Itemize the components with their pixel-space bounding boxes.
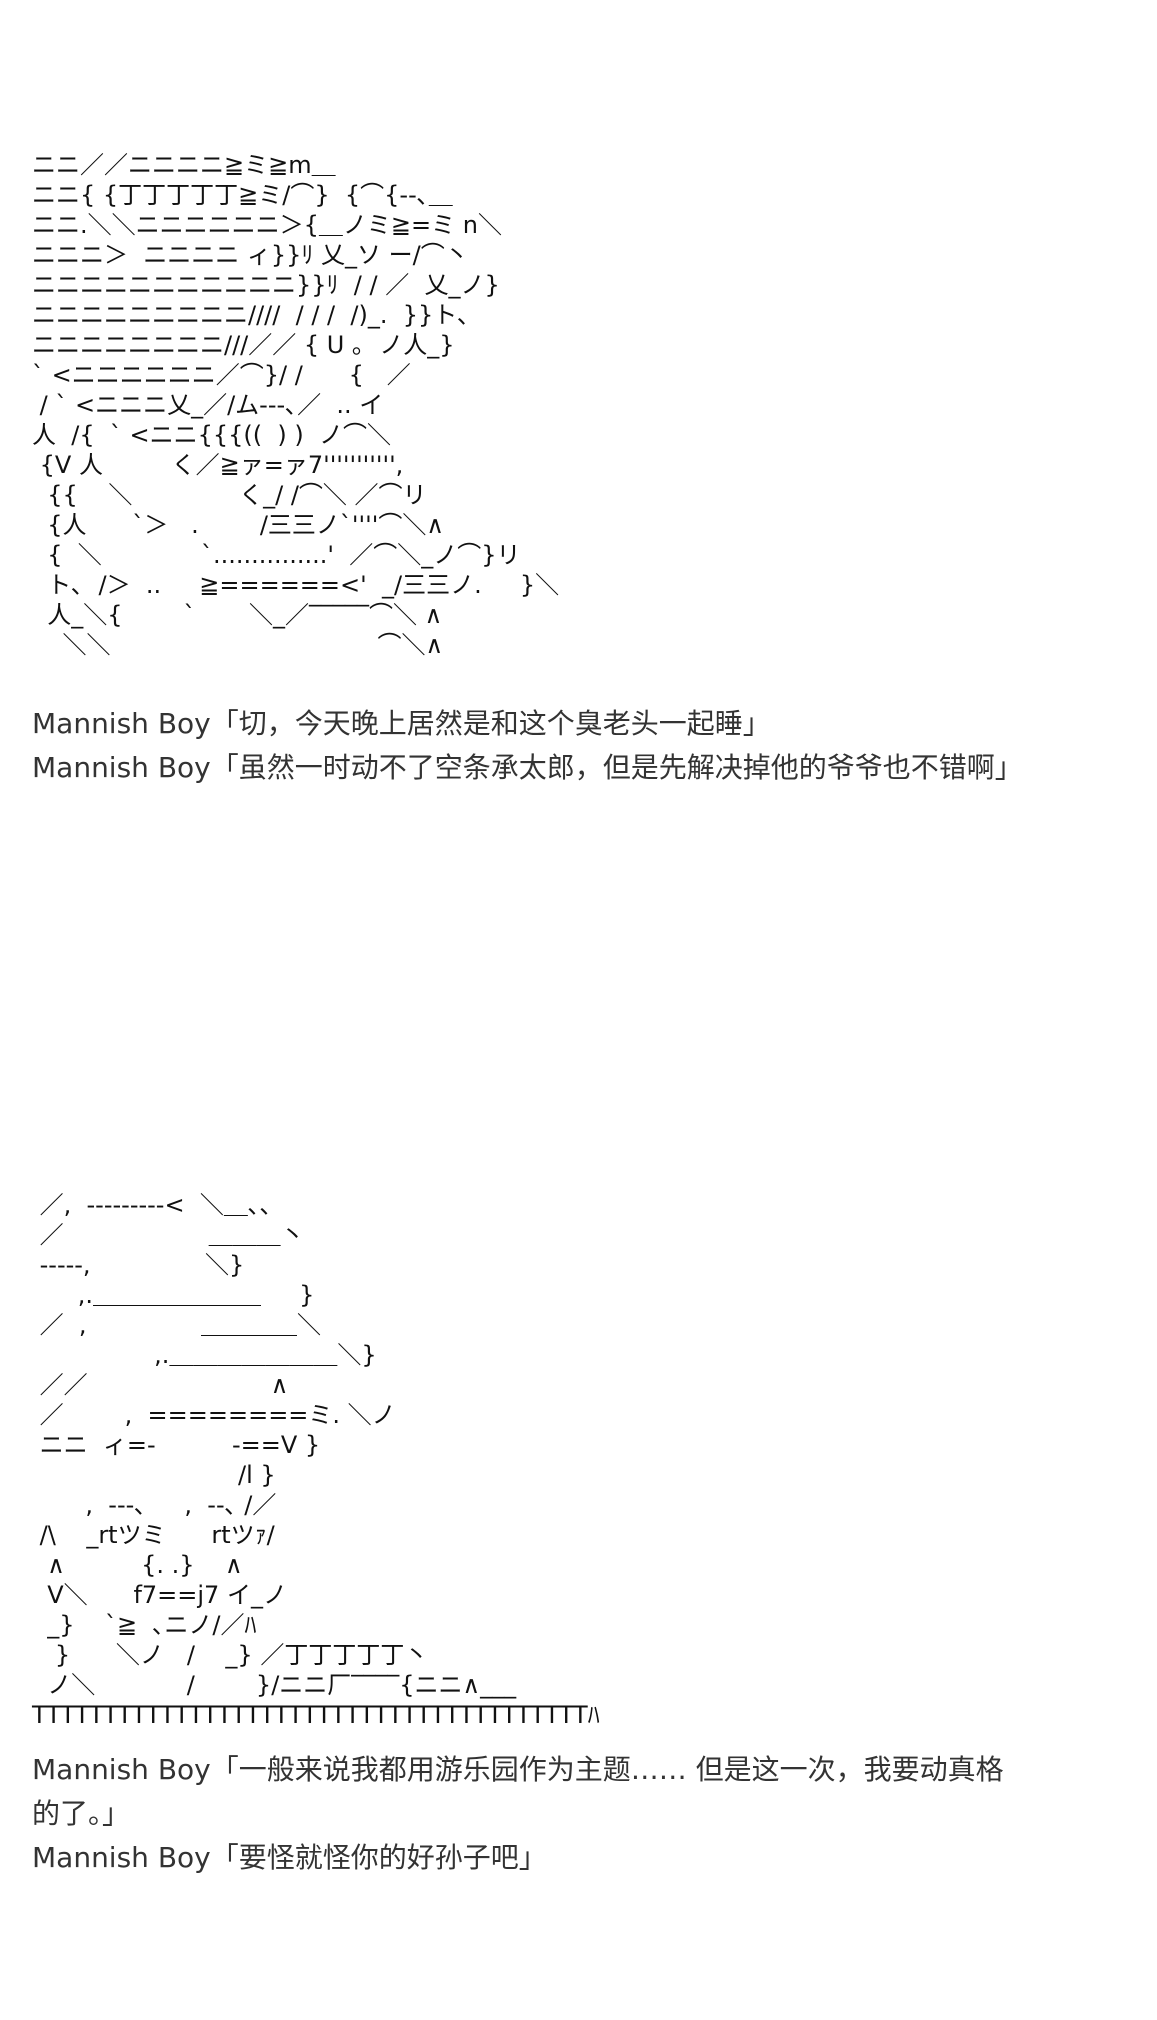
dialogue-line: Mannish Boy「要怪就怪你的好孙子吧」 — [32, 1841, 547, 1874]
ascii-art-sleeping-figures: ニニ／／ニニニニ≧ミ≧m＿ ニニ{ {丁丁丁丁丁≧ミ/⌒} {⌒{--､＿ ニニ… — [32, 151, 560, 659]
ascii-art-mannish-boy-face: ／, ---------< ＼＿､､ ／ ＿＿＿丶 -----, ＼} ,.＿＿… — [32, 1191, 600, 1729]
dialogue-line: Mannish Boy「一般来说我都用游乐园作为主题…… 但是这一次，我要动真格… — [32, 1753, 1004, 1830]
dialogue-line: Mannish Boy「虽然一时动不了空条承太郎，但是先解决掉他的爷爷也不错啊」 — [32, 751, 1023, 784]
dialogue-line: Mannish Boy「切，今天晚上居然是和这个臭老头一起睡」 — [32, 707, 771, 740]
